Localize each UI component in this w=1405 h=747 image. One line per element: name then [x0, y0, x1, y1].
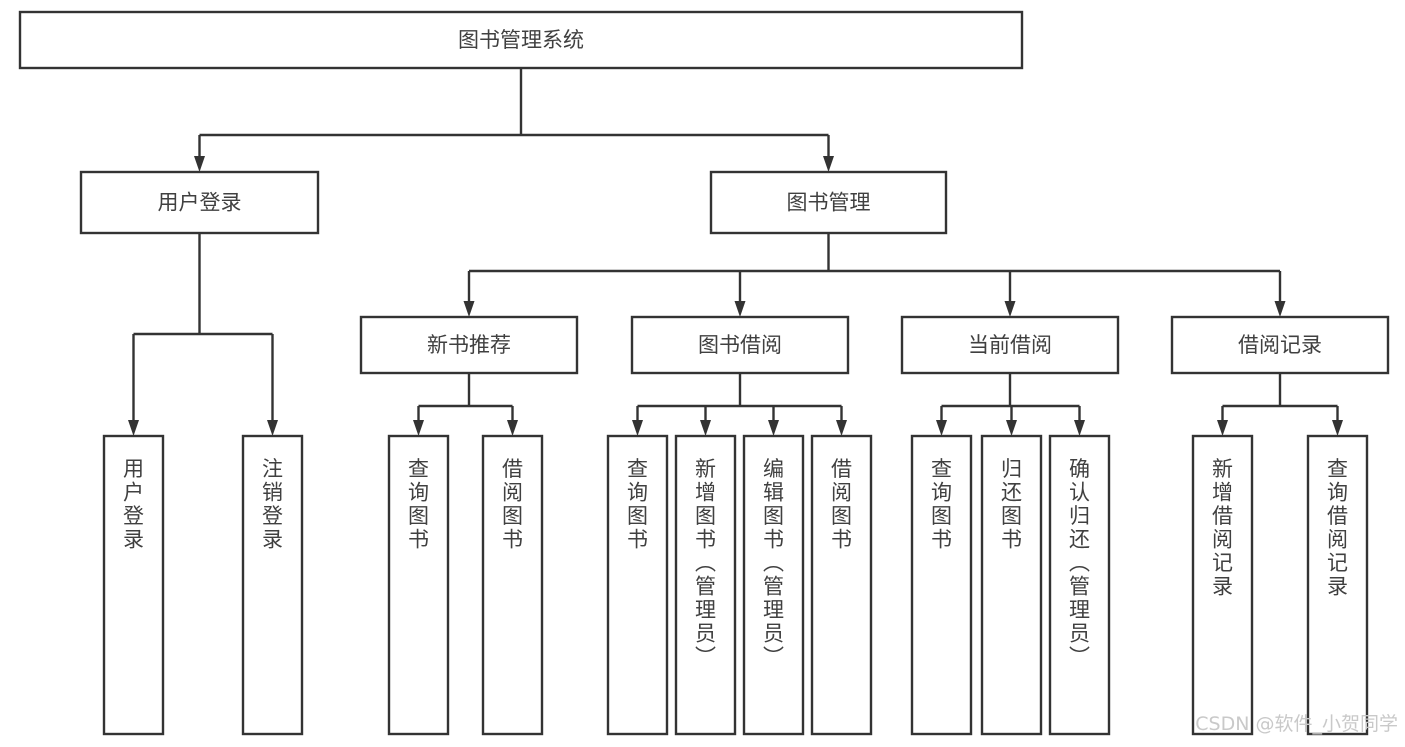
node-label-leaf-borrow-book: 借阅图书 — [831, 457, 852, 552]
node-root[interactable]: 图书管理系统 — [18, 10, 1024, 70]
watermark-label: CSDN @软件_小贺同学 — [1195, 713, 1398, 735]
node-label-borrow-record: 借阅记录 — [1238, 333, 1322, 357]
node-box-book-borrow[interactable] — [630, 315, 850, 375]
node-label-leaf-user-login: 用户登录 — [123, 457, 144, 552]
node-label-leaf-query-record: 查询借阅记录 — [1327, 457, 1348, 599]
arrow-head-icon — [1217, 420, 1228, 436]
node-box-user-login[interactable] — [79, 170, 320, 235]
arrow-head-icon — [413, 420, 424, 436]
arrow-head-icon — [768, 420, 779, 436]
node-label-leaf-return-book: 归还图书 — [1001, 457, 1022, 552]
edge-group-root — [194, 68, 834, 172]
node-label-new-book-recommend: 新书推荐 — [427, 333, 511, 357]
node-user-login[interactable]: 用户登录 — [79, 170, 320, 235]
arrow-head-icon — [936, 420, 947, 436]
arrow-head-icon — [632, 420, 643, 436]
node-box-book-manage[interactable] — [709, 170, 948, 235]
node-leaf-query-book-borrow[interactable]: 查询图书 — [606, 434, 669, 736]
node-book-manage[interactable]: 图书管理 — [709, 170, 948, 235]
arrow-head-icon — [194, 156, 205, 172]
node-box-leaf-borrow-book-rec[interactable] — [481, 434, 544, 736]
edge-group-book-borrow — [632, 373, 847, 436]
node-leaf-add-book[interactable]: 新增图书︵管理员︶ — [674, 434, 737, 736]
node-box-leaf-query-book-borrow[interactable] — [606, 434, 669, 736]
arrow-head-icon — [507, 420, 518, 436]
arrow-head-icon — [128, 420, 139, 436]
arrow-head-icon — [463, 301, 475, 317]
node-leaf-confirm-return[interactable]: 确认归还︵管理员︶ — [1048, 434, 1111, 736]
node-box-leaf-return-book[interactable] — [980, 434, 1043, 736]
edge-group-book-manage — [463, 233, 1286, 317]
node-label-leaf-user-logout: 注销登录 — [262, 457, 283, 552]
node-box-current-borrow[interactable] — [900, 315, 1120, 375]
arrow-head-icon — [1004, 301, 1016, 317]
node-borrow-record[interactable]: 借阅记录 — [1170, 315, 1390, 375]
node-label-leaf-borrow-book-rec: 借阅图书 — [502, 457, 523, 552]
arrow-head-icon — [1332, 420, 1343, 436]
node-book-borrow[interactable]: 图书借阅 — [630, 315, 850, 375]
node-box-borrow-record[interactable] — [1170, 315, 1390, 375]
arrow-head-icon — [700, 420, 711, 436]
node-leaf-edit-book[interactable]: 编辑图书︵管理员︶ — [742, 434, 805, 736]
node-box-leaf-confirm-return[interactable] — [1048, 434, 1111, 736]
arrow-head-icon — [267, 420, 278, 436]
node-box-leaf-query-book-rec[interactable] — [387, 434, 450, 736]
node-leaf-query-book-rec[interactable]: 查询图书 — [387, 434, 450, 736]
arrow-head-icon — [823, 156, 834, 172]
node-new-book-recommend[interactable]: 新书推荐 — [359, 315, 579, 375]
node-box-leaf-add-record[interactable] — [1191, 434, 1254, 736]
node-label-leaf-query-book-borrow: 查询图书 — [627, 457, 648, 552]
node-box-leaf-user-logout[interactable] — [241, 434, 304, 736]
edges-layer — [128, 68, 1343, 436]
node-label-leaf-add-record: 新增借阅记录 — [1212, 457, 1233, 599]
node-label-user-login: 用户登录 — [158, 191, 242, 215]
node-leaf-return-book[interactable]: 归还图书 — [980, 434, 1043, 736]
node-box-root[interactable] — [18, 10, 1024, 70]
edge-group-user-login — [128, 233, 278, 436]
node-label-leaf-query-book-rec: 查询图书 — [408, 457, 429, 552]
arrow-head-icon — [836, 420, 847, 436]
node-box-leaf-borrow-book[interactable] — [810, 434, 873, 736]
node-current-borrow[interactable]: 当前借阅 — [900, 315, 1120, 375]
node-box-new-book-recommend[interactable] — [359, 315, 579, 375]
node-box-leaf-user-login[interactable] — [102, 434, 165, 736]
node-leaf-add-record[interactable]: 新增借阅记录 — [1191, 434, 1254, 736]
node-box-leaf-query-book-current[interactable] — [910, 434, 973, 736]
arrow-head-icon — [1074, 420, 1085, 436]
node-label-leaf-edit-book: 编辑图书︵管理员︶ — [763, 457, 784, 669]
node-label-book-borrow: 图书借阅 — [698, 333, 782, 357]
arrow-head-icon — [1274, 301, 1286, 317]
arrow-head-icon — [1006, 420, 1017, 436]
node-label-leaf-add-book: 新增图书︵管理员︶ — [695, 457, 716, 669]
node-leaf-borrow-book-rec[interactable]: 借阅图书 — [481, 434, 544, 736]
node-leaf-query-book-current[interactable]: 查询图书 — [910, 434, 973, 736]
node-label-root: 图书管理系统 — [458, 28, 584, 52]
nodes-layer: 图书管理系统用户登录图书管理新书推荐图书借阅当前借阅借阅记录用户登录注销登录查询… — [18, 10, 1390, 736]
node-leaf-borrow-book[interactable]: 借阅图书 — [810, 434, 873, 736]
edge-group-current-borrow — [936, 373, 1085, 436]
node-box-leaf-query-record[interactable] — [1306, 434, 1369, 736]
node-leaf-user-logout[interactable]: 注销登录 — [241, 434, 304, 736]
node-box-leaf-edit-book[interactable] — [742, 434, 805, 736]
arrow-head-icon — [734, 301, 746, 317]
node-label-book-manage: 图书管理 — [787, 191, 871, 215]
edge-group-borrow-record — [1217, 373, 1343, 436]
edge-group-new-book-recommend — [413, 373, 518, 436]
node-label-leaf-query-book-current: 查询图书 — [931, 457, 952, 552]
node-leaf-user-login[interactable]: 用户登录 — [102, 434, 165, 736]
node-label-current-borrow: 当前借阅 — [968, 333, 1052, 357]
node-label-leaf-confirm-return: 确认归还︵管理员︶ — [1069, 457, 1090, 669]
node-box-leaf-add-book[interactable] — [674, 434, 737, 736]
node-leaf-query-record[interactable]: 查询借阅记录 — [1306, 434, 1369, 736]
